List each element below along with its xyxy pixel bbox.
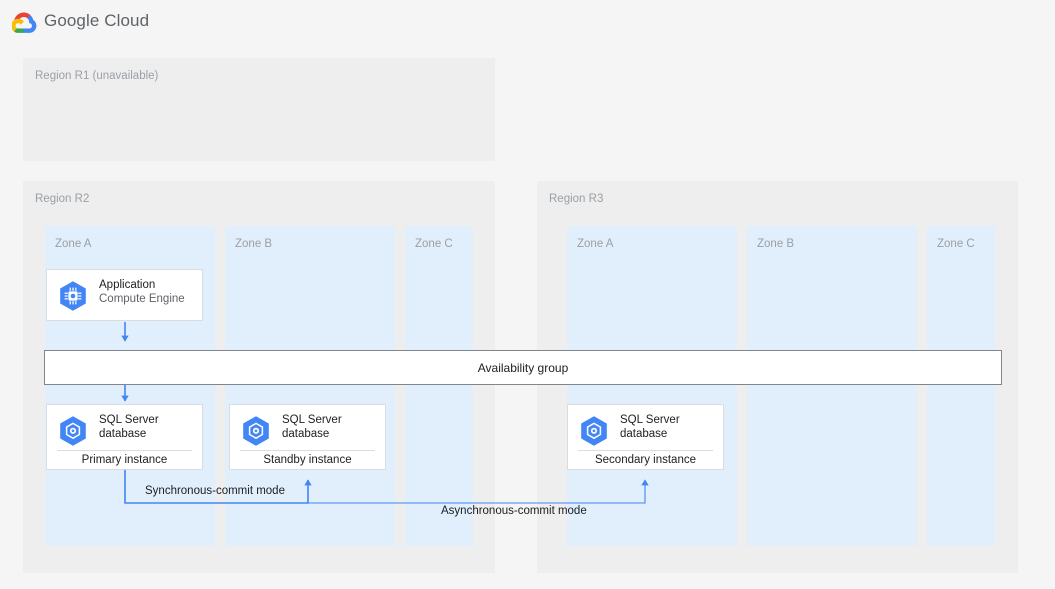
compute-engine-icon xyxy=(56,279,90,313)
zone-r3-c-label: Zone C xyxy=(937,238,975,250)
app-title: Google Cloud xyxy=(44,11,150,30)
synchronous-commit-label: Synchronous-commit mode xyxy=(145,485,285,497)
card-primary-database-footer: Primary instance xyxy=(81,454,168,466)
zone-r3-b: Zone B xyxy=(747,226,917,546)
card-standby-database-footer: Standby instance xyxy=(263,454,352,466)
availability-group-bar: Availability group xyxy=(44,350,1002,385)
zone-r3-a: Zone A xyxy=(567,226,737,546)
availability-group-label: Availability group xyxy=(477,360,569,375)
zone-r2-c-label: Zone C xyxy=(415,238,453,250)
region-r2-label: Region R2 xyxy=(35,193,90,205)
card-application-title: Application xyxy=(99,279,156,291)
card-secondary-database-footer: Secondary instance xyxy=(594,454,696,466)
google-cloud-logo xyxy=(11,11,38,33)
card-standby-database-title: SQL Server database xyxy=(282,414,342,440)
zone-r2-a-label: Zone A xyxy=(55,238,92,250)
sql-server-database-icon xyxy=(239,414,273,448)
card-application-subtitle: Compute Engine xyxy=(99,292,185,305)
zone-r3-b-label: Zone B xyxy=(757,238,795,250)
card-application[interactable]: Application Compute Engine xyxy=(46,269,203,321)
card-primary-database-title: SQL Server database xyxy=(99,414,159,440)
region-r1: Region R1 (unavailable) xyxy=(23,58,495,161)
zone-r3-a-label: Zone A xyxy=(577,238,614,250)
zone-r2-c: Zone C xyxy=(405,226,473,546)
card-primary-database[interactable]: SQL Server database Primary instance xyxy=(46,404,203,470)
card-secondary-divider xyxy=(578,450,713,451)
sql-server-database-icon xyxy=(577,414,611,448)
region-r1-label: Region R1 (unavailable) xyxy=(35,70,159,82)
zone-r2-b-label: Zone B xyxy=(235,238,273,250)
zone-r3-c: Zone C xyxy=(927,226,995,546)
card-standby-divider xyxy=(240,450,375,451)
card-primary-divider xyxy=(57,450,192,451)
zone-r2-b: Zone B xyxy=(225,226,395,546)
sql-server-database-icon xyxy=(56,414,90,448)
app-header: Google Cloud xyxy=(0,0,1055,48)
card-secondary-database[interactable]: SQL Server database Secondary instance xyxy=(567,404,724,470)
asynchronous-commit-label: Asynchronous-commit mode xyxy=(441,505,587,517)
card-secondary-database-title: SQL Server database xyxy=(620,414,680,440)
region-r3-label: Region R3 xyxy=(549,193,604,205)
card-standby-database[interactable]: SQL Server database Standby instance xyxy=(229,404,386,470)
